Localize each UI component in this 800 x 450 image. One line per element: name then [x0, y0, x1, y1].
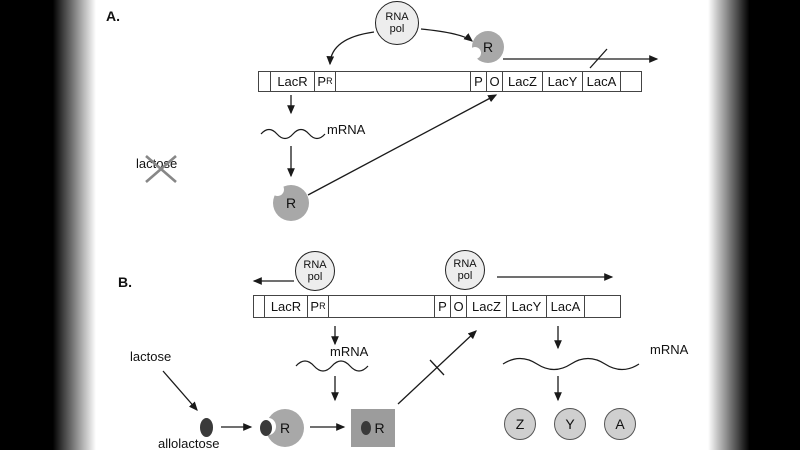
- rnapol-to-repressor-arrow: [420, 28, 474, 42]
- slash-icon: [429, 359, 445, 376]
- allolactose-icon: [260, 420, 272, 436]
- left-vignette: [0, 0, 96, 450]
- gene-box-lacy: LacY: [506, 295, 547, 318]
- inactive-repressor-icon: R: [351, 409, 395, 447]
- repressor-free-icon: R: [271, 183, 309, 221]
- blocked-binding-arrow: [397, 330, 477, 405]
- product-y-label: Y: [565, 416, 575, 432]
- right-vignette: [708, 0, 800, 450]
- rna-pol-line2: pol: [457, 270, 473, 282]
- gene-box-lacy: LacY: [542, 71, 583, 92]
- gene-box-lacr: LacR: [270, 71, 315, 92]
- mrna-wave-icon: [502, 357, 640, 371]
- rna-pol-line2: pol: [389, 23, 405, 35]
- mrna-wave-icon: [260, 128, 326, 140]
- product-y-icon: Y: [554, 408, 586, 440]
- gene-box-lacz: LacZ: [502, 71, 543, 92]
- inactive-repressor-label: R: [374, 420, 385, 436]
- gene-box-laca: LacA: [582, 71, 621, 92]
- allolactose-icon: [200, 418, 213, 437]
- rna-pol-line1: RNA: [303, 259, 327, 271]
- gene-box-tail: [584, 295, 621, 318]
- mrna-wave-icon: [295, 360, 369, 372]
- rna-polymerase-icon: RNA pol: [445, 250, 485, 290]
- product-z-label: Z: [515, 416, 525, 432]
- rna-polymerase-icon: RNA pol: [375, 1, 419, 45]
- rna-pol-line2: pol: [307, 271, 323, 283]
- lactose-to-allolactose-arrow: [162, 370, 198, 411]
- mrna-label-a: mRNA: [327, 122, 366, 137]
- repressor-notch: [469, 47, 481, 59]
- gene-box-operator: O: [450, 295, 467, 318]
- product-z-icon: Z: [504, 408, 536, 440]
- repressor-free-label: R: [285, 195, 297, 211]
- panel-a-label: A.: [106, 8, 120, 24]
- allolactose-label: allolactose: [158, 436, 220, 450]
- gene-box-promoter-p: P: [470, 71, 487, 92]
- repressor-notch: [271, 183, 284, 196]
- product-a-label: A: [615, 416, 625, 432]
- allolactose-icon: [361, 421, 372, 435]
- rna-polymerase-icon: RNA pol: [295, 251, 335, 291]
- repressor-bound-icon: R: [469, 31, 504, 63]
- rna-pol-line1: RNA: [453, 258, 477, 270]
- gene-box-spacer: [335, 71, 471, 92]
- gene-box-lacz: LacZ: [466, 295, 507, 318]
- slash-icon: [589, 48, 608, 69]
- product-a-icon: A: [604, 408, 636, 440]
- gene-box-spacer: [328, 295, 435, 318]
- panel-b-label: B.: [118, 274, 132, 290]
- lactose-label-a: lactose: [136, 156, 178, 171]
- rnapol-to-pr-arrow: [326, 31, 375, 66]
- rna-pol-line1: RNA: [385, 11, 409, 23]
- lactose-label-b: lactose: [130, 349, 172, 364]
- mrna-label-b-left: mRNA: [330, 344, 369, 359]
- gene-box-promoter-p: P: [434, 295, 451, 318]
- gene-box-tail: [620, 71, 642, 92]
- repressor-label: R: [279, 420, 291, 436]
- repressor-binding-arrow: [307, 94, 498, 196]
- gene-box-laca: LacA: [546, 295, 585, 318]
- repressor-bound-label: R: [482, 39, 494, 55]
- gene-box-lacr: LacR: [264, 295, 308, 318]
- repressor-with-allolactose-icon: R: [260, 409, 304, 447]
- gene-box-operator: O: [486, 71, 503, 92]
- mrna-label-b-right: mRNA: [650, 342, 689, 357]
